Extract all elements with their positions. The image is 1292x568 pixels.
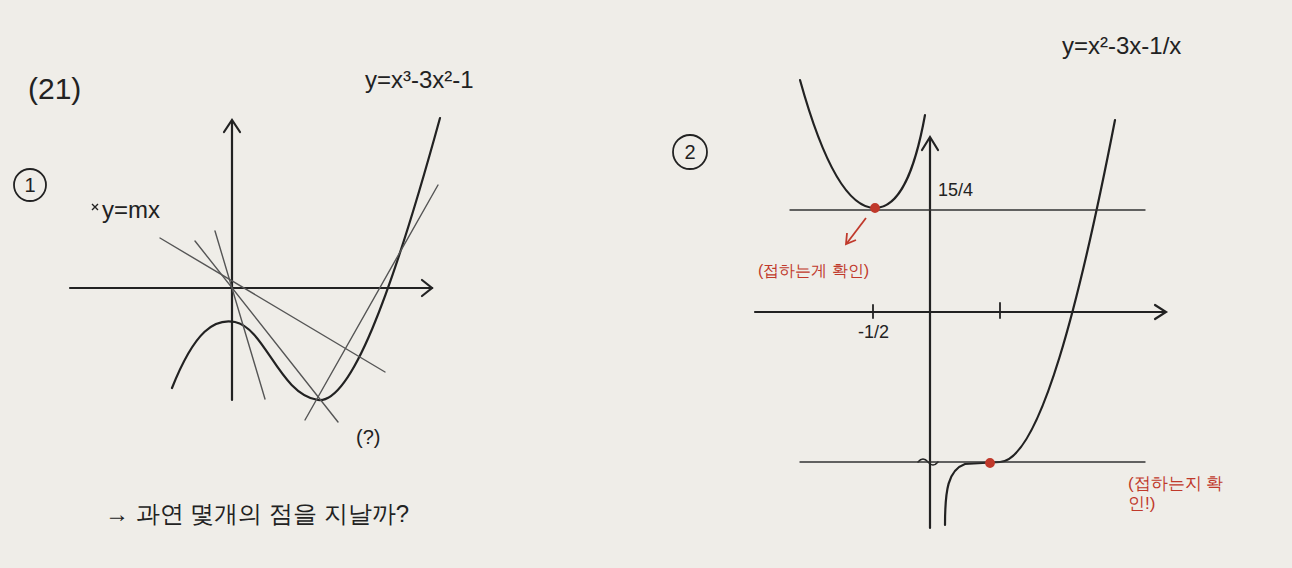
- axis-arrow: [422, 280, 432, 296]
- red-note: (접하는지 확인!): [1128, 474, 1248, 513]
- number-circle: [14, 169, 46, 201]
- red-note: (접하는게 확인): [758, 262, 869, 280]
- asterisk-mark: [92, 204, 98, 210]
- line-equation: y=mx: [102, 196, 160, 224]
- problem-number: (21): [28, 72, 81, 107]
- question-mark: (?): [356, 426, 380, 449]
- tangent-point: [986, 459, 994, 467]
- red-arrow: [847, 218, 866, 243]
- note: → 과연 몇개의 점을 지날까?: [105, 500, 409, 528]
- curve-equation: y=x²-3x-1/x: [1062, 32, 1181, 60]
- line-through-origin: [160, 238, 385, 372]
- tick-mark: [872, 305, 874, 318]
- part-number: 1: [24, 174, 35, 197]
- axis-value: -1/2: [858, 322, 889, 343]
- arrow-head: [846, 233, 856, 244]
- axis-value: 15/4: [938, 180, 973, 201]
- part-number: 2: [684, 141, 695, 164]
- axis-arrow: [1155, 305, 1166, 319]
- x-axis: [755, 311, 1165, 313]
- curve-equation: y=x³-3x²-1: [365, 66, 474, 94]
- tangent-point: [871, 204, 879, 212]
- tangent-line: [305, 185, 438, 420]
- x-axis: [70, 287, 432, 289]
- line-through-origin: [195, 241, 338, 422]
- axis-arrow: [224, 120, 240, 132]
- y-axis: [231, 122, 233, 400]
- horizontal-line: [790, 209, 1145, 210]
- y-axis: [929, 138, 931, 528]
- tick-mark: [999, 303, 1001, 318]
- left-branch: [800, 80, 925, 208]
- number-circle: [673, 135, 707, 169]
- axis-arrow: [922, 137, 938, 150]
- cubic-curve: [172, 118, 440, 400]
- horizontal-line: [800, 461, 1145, 462]
- line-through-origin: [215, 231, 265, 399]
